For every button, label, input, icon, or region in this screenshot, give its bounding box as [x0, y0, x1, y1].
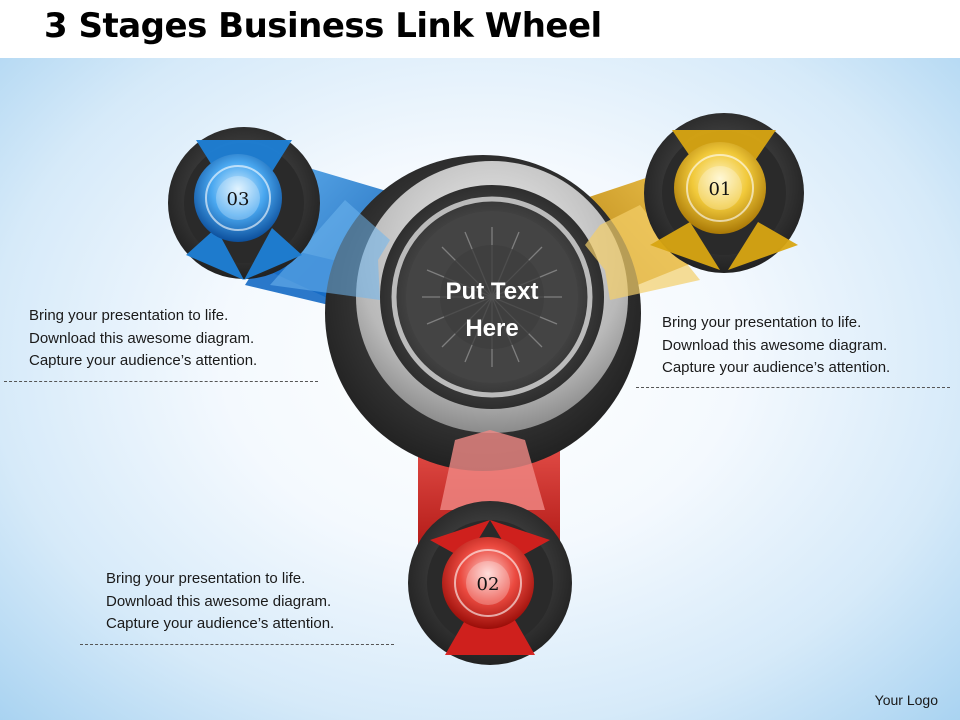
- stage-number-02: 02: [477, 574, 500, 595]
- stage-number-01: 01: [709, 179, 732, 200]
- text-line: Bring your presentation to life.: [106, 570, 306, 587]
- divider-bottom-left: [80, 644, 394, 645]
- text-block-left: Bring your presentation to life. Downloa…: [29, 305, 257, 373]
- stage-wheel-03: [168, 127, 320, 280]
- stage-wheel-02: [408, 501, 572, 665]
- text-block-right: Bring your presentation to life. Downloa…: [662, 312, 890, 380]
- band-blue-overlay: [270, 200, 390, 300]
- center-hub: [325, 155, 641, 471]
- divider-right: [636, 387, 950, 388]
- text-block-bottom-left: Bring your presentation to life. Downloa…: [106, 568, 334, 636]
- text-line: Capture your audience’s attention.: [106, 615, 335, 632]
- text-line: Download this awesome diagram.: [662, 336, 888, 354]
- text-line: Download this awesome diagram.: [106, 592, 332, 610]
- slide-title: 3 Stages Business Link Wheel: [44, 6, 602, 46]
- text-line: Bring your presentation to life.: [29, 307, 229, 324]
- text-line: Capture your audience’s attention.: [29, 352, 258, 369]
- center-text-line2: Here: [465, 315, 518, 342]
- logo-placeholder: Your Logo: [874, 692, 938, 708]
- center-text-line1: Put Text: [446, 278, 539, 305]
- text-line: Bring your presentation to life.: [662, 314, 862, 331]
- stage-wheel-01: [644, 113, 804, 273]
- text-line: Download this awesome diagram.: [29, 329, 255, 347]
- title-bar: 3 Stages Business Link Wheel: [0, 0, 960, 58]
- text-line: Capture your audience’s attention.: [662, 359, 891, 376]
- divider-left: [4, 381, 318, 382]
- stage-number-03: 03: [227, 189, 250, 210]
- band-red-overlay: [440, 430, 545, 510]
- band-gold-overlay: [585, 205, 700, 300]
